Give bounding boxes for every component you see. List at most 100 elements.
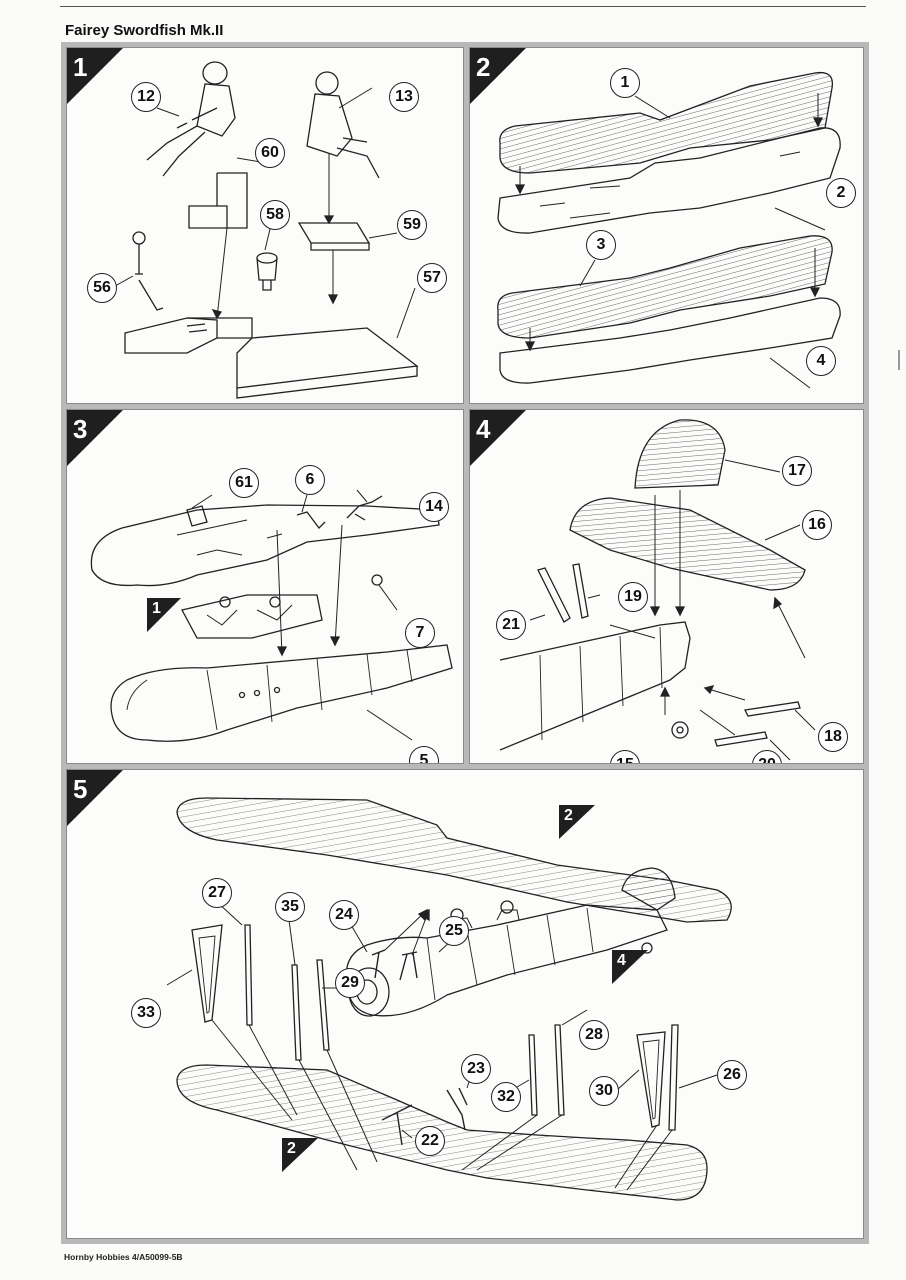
- callout-part-1: 1: [610, 68, 640, 98]
- cabane-strut-25: [399, 951, 418, 981]
- strut-23: [446, 1087, 468, 1131]
- upper-wing-bottom-2: [497, 127, 841, 234]
- top-rule: [60, 6, 866, 7]
- cockpit-insert: [181, 594, 323, 639]
- callout-part-32: 32: [491, 1082, 521, 1112]
- callout-part-13: 13: [389, 82, 419, 112]
- part-58: [256, 252, 278, 291]
- fuselage-half-5: [110, 644, 453, 742]
- callout-part-58: 58: [260, 200, 290, 230]
- sub-step-1-marker: 1: [147, 598, 187, 638]
- step-3-drawing: [90, 489, 453, 742]
- callout-part-60: 60: [255, 138, 285, 168]
- callout-part-2: 2: [826, 178, 856, 208]
- seat-59: [297, 222, 371, 251]
- sub-step-number: 4: [617, 952, 626, 969]
- callout-part-26: 26: [717, 1060, 747, 1090]
- callout-part-25: 25: [439, 916, 469, 946]
- instruction-sheet: 1: [61, 42, 869, 1244]
- callout-part-3: 3: [586, 230, 616, 260]
- step-badge-shape: [470, 410, 526, 466]
- step-number: 5: [73, 774, 88, 804]
- tail-fin: [621, 867, 676, 911]
- step-2-panel: 2 1 2 3 4: [469, 47, 864, 404]
- step-number: 4: [476, 414, 491, 444]
- step-1-drawing: [114, 61, 419, 399]
- step-5-badge: 5: [67, 770, 127, 830]
- page-title: Fairey Swordfish Mk.II: [65, 22, 224, 39]
- step-3-panel: 3 1: [66, 409, 464, 764]
- upper-wing-top-1: [499, 71, 834, 174]
- callout-part-21: 21: [496, 610, 526, 640]
- tailplane-16: [569, 497, 806, 591]
- strut-35: [291, 964, 302, 1061]
- callout-part-18: 18: [818, 722, 848, 752]
- callout-part-57: 57: [417, 263, 447, 293]
- step-2-badge: 2: [470, 48, 530, 108]
- strut-29: [316, 959, 330, 1051]
- callout-part-24: 24: [329, 900, 359, 930]
- pilot-figure-12: [146, 61, 236, 177]
- sub-step-2-marker-upper: 2: [559, 805, 601, 845]
- instrument-panel-61: [186, 505, 208, 527]
- sub-step-shape: [282, 1138, 318, 1172]
- step-number: 3: [73, 414, 88, 444]
- strut-20: [714, 731, 768, 747]
- strut-21: [537, 567, 571, 623]
- step-badge-shape: [67, 48, 123, 104]
- sub-step-shape: [147, 598, 181, 632]
- lower-wing-top-3: [497, 235, 833, 339]
- fin-17: [634, 419, 726, 489]
- callout-part-14: 14: [419, 492, 449, 522]
- step-number: 1: [73, 52, 88, 82]
- part-7: [371, 574, 383, 586]
- step-badge-shape: [67, 410, 123, 466]
- callout-part-6: 6: [295, 465, 325, 495]
- callout-part-17: 17: [782, 456, 812, 486]
- step-badge-shape: [470, 48, 526, 104]
- control-column-56: [132, 231, 164, 311]
- strut-22: [381, 1104, 413, 1146]
- sub-step-4-marker: 4: [612, 950, 654, 990]
- sub-step-shape: [612, 950, 648, 984]
- tail-wheel-15: [671, 721, 689, 739]
- callout-part-23: 23: [461, 1054, 491, 1084]
- strut-28: [554, 1024, 565, 1116]
- seat-60: [188, 172, 248, 229]
- callout-part-7: 7: [405, 618, 435, 648]
- strut-27: [244, 924, 253, 1026]
- callout-part-28: 28: [579, 1020, 609, 1050]
- fuselage: [345, 904, 668, 1017]
- step-2-drawing: [497, 71, 841, 389]
- callout-part-35: 35: [275, 892, 305, 922]
- callout-part-4: 4: [806, 346, 836, 376]
- fuselage-half-top: [90, 504, 440, 587]
- step-number: 2: [476, 52, 491, 82]
- strut-26: [668, 1024, 679, 1131]
- callout-part-22: 22: [415, 1126, 445, 1156]
- footer-code: Hornby Hobbies 4/A50099-5B: [64, 1252, 183, 1262]
- sub-step-number: 1: [152, 600, 161, 617]
- callout-part-27: 27: [202, 878, 232, 908]
- step-4-panel: 4: [469, 409, 864, 764]
- upper-wing: [176, 797, 732, 923]
- cabane-strut-24: [371, 949, 386, 979]
- strut-32: [528, 1034, 538, 1116]
- margin-mark: [898, 350, 900, 370]
- step-5-drawing: [166, 797, 732, 1201]
- step-4-drawing: [499, 419, 816, 761]
- part-14: [346, 495, 383, 521]
- tail-wheel: [641, 942, 653, 954]
- step-4-badge: 4: [470, 410, 530, 470]
- step-5-panel: 5 2 4 2: [66, 769, 864, 1239]
- observer-figure-13: [306, 71, 380, 179]
- callout-part-56: 56: [87, 273, 117, 303]
- strut-33: [191, 924, 223, 1023]
- rear-fuselage: [499, 621, 691, 751]
- callout-part-33: 33: [131, 998, 161, 1028]
- callout-part-29: 29: [335, 968, 365, 998]
- step-badge-shape: [67, 770, 123, 826]
- callout-part-19: 19: [618, 582, 648, 612]
- sub-step-2-marker-lower: 2: [282, 1138, 324, 1178]
- strut-18: [744, 701, 801, 717]
